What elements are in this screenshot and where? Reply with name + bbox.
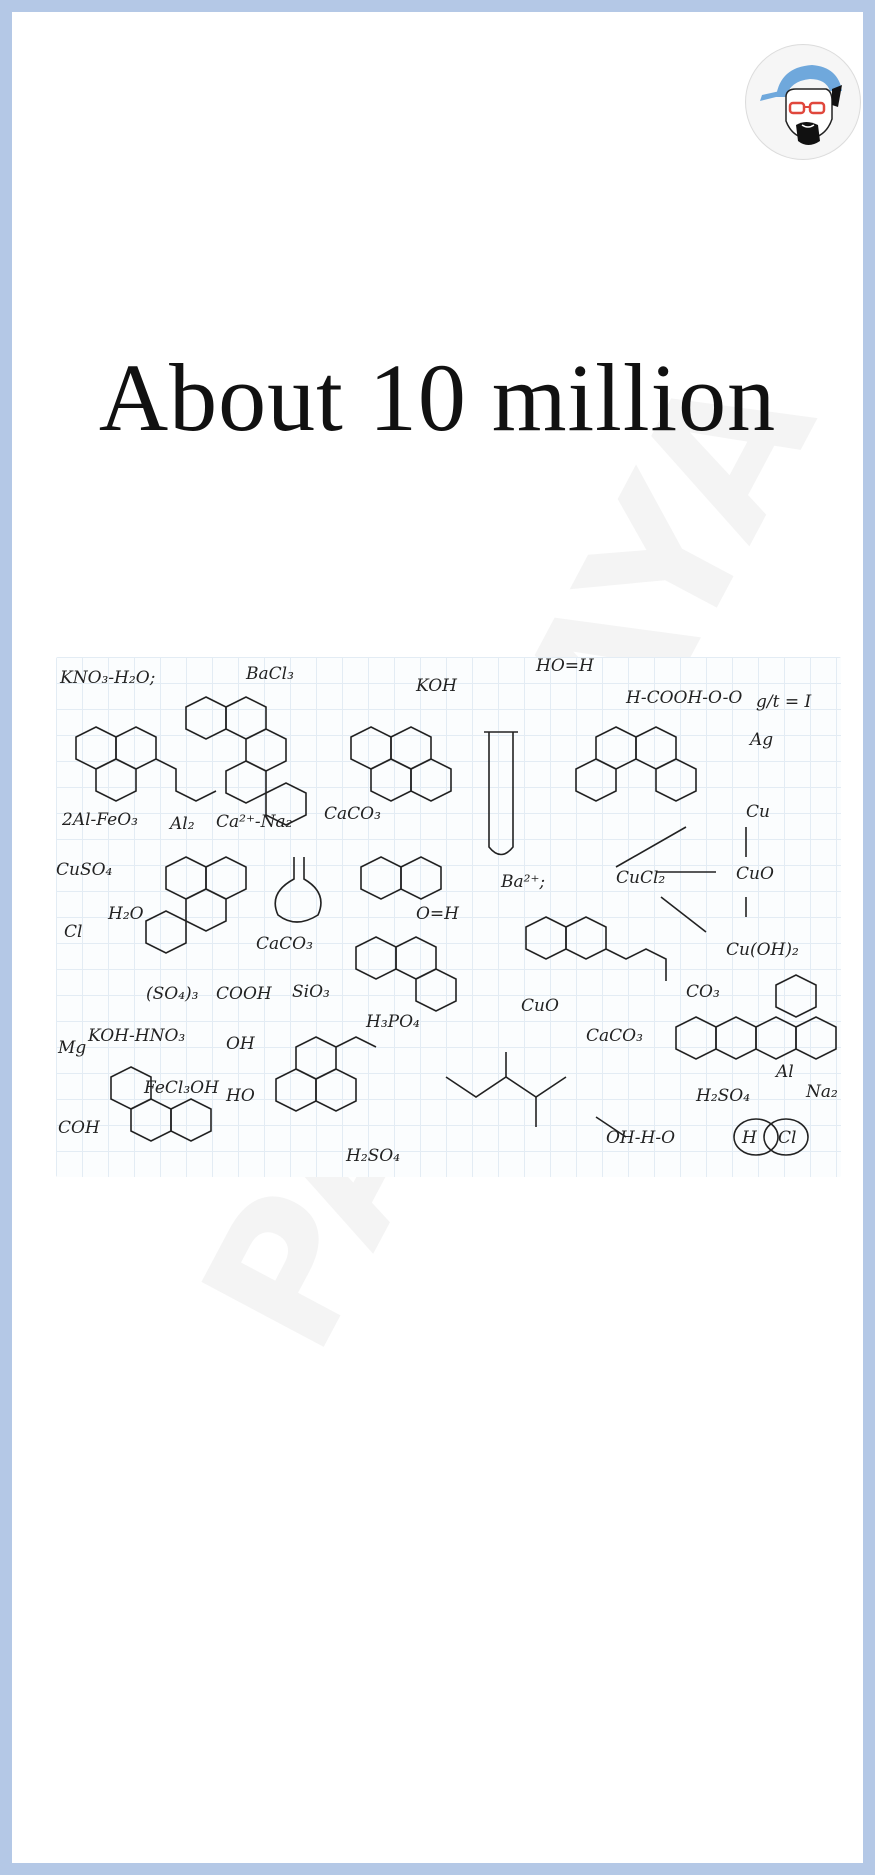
svg-text:Ba²⁺;: Ba²⁺; xyxy=(500,872,545,892)
page-title: About 10 million xyxy=(98,344,777,451)
svg-text:CaCO₃: CaCO₃ xyxy=(256,934,313,954)
svg-text:Ca²⁺-Na₂: Ca²⁺-Na₂ xyxy=(216,812,293,832)
svg-text:OH: OH xyxy=(226,1034,256,1054)
svg-text:KOH-HNO₃: KOH-HNO₃ xyxy=(87,1026,185,1046)
avatar-cartoon-icon xyxy=(747,46,859,158)
chemistry-illustration: KNO₃-H₂O; BaCl₃ KOH HO=H H-COOH-O-O Ag 2… xyxy=(56,657,841,1177)
svg-text:Na₂: Na₂ xyxy=(805,1082,838,1102)
svg-text:H₃PO₄: H₃PO₄ xyxy=(365,1012,420,1032)
svg-text:(SO₄)₃: (SO₄)₃ xyxy=(146,984,199,1004)
svg-text:COOH: COOH xyxy=(216,984,273,1004)
svg-text:Cl: Cl xyxy=(64,922,82,942)
svg-text:CuSO₄: CuSO₄ xyxy=(56,860,113,880)
svg-text:BaCl₃: BaCl₃ xyxy=(245,664,294,684)
svg-text:O=H: O=H xyxy=(416,904,460,924)
svg-text:2Al-FeO₃: 2Al-FeO₃ xyxy=(61,810,138,830)
svg-text:H₂O: H₂O xyxy=(107,904,144,924)
svg-text:HO: HO xyxy=(225,1086,255,1106)
svg-text:CaCO₃: CaCO₃ xyxy=(324,804,381,824)
chemistry-doodles: KNO₃-H₂O; BaCl₃ KOH HO=H H-COOH-O-O Ag 2… xyxy=(56,657,838,1166)
svg-text:CuCl₂: CuCl₂ xyxy=(616,868,665,888)
svg-text:KOH: KOH xyxy=(415,676,458,696)
svg-text:SiO₃: SiO₃ xyxy=(292,982,330,1002)
svg-text:FeCl₃OH: FeCl₃OH xyxy=(143,1078,220,1098)
svg-text:COH: COH xyxy=(58,1118,101,1138)
svg-text:CuO: CuO xyxy=(521,996,559,1016)
svg-text:H-COOH-O-O: H-COOH-O-O xyxy=(625,688,742,708)
svg-text:Cl: Cl xyxy=(778,1128,796,1148)
svg-text:Ag: Ag xyxy=(748,730,773,750)
svg-text:Al: Al xyxy=(774,1062,794,1082)
svg-text:Mg: Mg xyxy=(57,1038,86,1058)
svg-text:Cu: Cu xyxy=(746,802,770,822)
avatar xyxy=(745,44,861,160)
svg-text:OH-H-O: OH-H-O xyxy=(606,1128,675,1148)
svg-text:H: H xyxy=(741,1128,758,1148)
svg-text:CuO: CuO xyxy=(736,864,774,884)
svg-text:Al₂: Al₂ xyxy=(168,814,195,834)
svg-text:g/t = I: g/t = I xyxy=(756,692,811,712)
svg-text:HO=H: HO=H xyxy=(535,657,595,676)
svg-text:CaCO₃: CaCO₃ xyxy=(586,1026,643,1046)
svg-text:KNO₃-H₂O;: KNO₃-H₂O; xyxy=(59,668,155,688)
svg-text:Cu(OH)₂: Cu(OH)₂ xyxy=(726,940,799,960)
svg-text:H₂SO₄: H₂SO₄ xyxy=(695,1086,750,1106)
svg-text:H₂SO₄: H₂SO₄ xyxy=(345,1146,400,1166)
svg-text:CO₃: CO₃ xyxy=(686,982,720,1002)
